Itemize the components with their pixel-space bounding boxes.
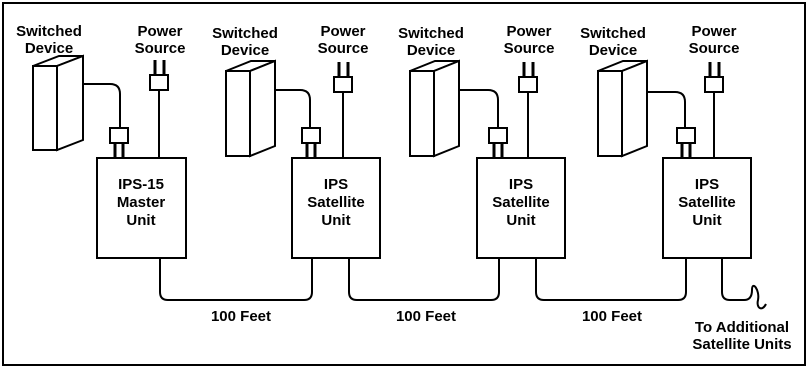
group-1: Switched Device Power Source IPS-15 Mast… <box>16 23 187 259</box>
device-label-2-line-2: Device <box>221 42 269 59</box>
unit-label-1-line-2: Master <box>117 194 166 211</box>
device-cord <box>647 91 686 128</box>
device-plug-icon <box>488 127 508 158</box>
power-label-2-line-1: Power <box>320 23 365 40</box>
device-plug-icon <box>676 127 696 158</box>
unit-label-3-line-1: IPS <box>509 176 533 193</box>
device-plug-icon <box>109 127 129 158</box>
ips-unit-box <box>96 157 187 259</box>
power-label-1-line-1: Power <box>137 23 182 40</box>
ips-unit-box <box>662 157 752 259</box>
ips-unit-box <box>291 157 381 259</box>
power-label-4-line-2: Source <box>689 40 740 57</box>
switched-device-icon <box>32 54 84 152</box>
device-label-4-line-2: Device <box>589 42 637 59</box>
extension-label-line-2: Satellite Units <box>692 336 791 353</box>
extension-cable <box>721 258 767 310</box>
unit-label-3-line-3: Unit <box>506 212 535 229</box>
switched-device-icon <box>225 59 276 158</box>
link-label-1: 100 Feet <box>211 308 271 325</box>
power-plug-icon <box>149 60 169 91</box>
device-cord <box>459 89 499 128</box>
unit-label-3-line-2: Satellite <box>492 194 550 211</box>
device-label-4-line-1: Switched <box>580 25 646 42</box>
link-label-2: 100 Feet <box>396 308 456 325</box>
unit-label-4-line-3: Unit <box>692 212 721 229</box>
power-label-3-line-2: Source <box>504 40 555 57</box>
link-cable-1 <box>159 258 313 301</box>
group-3: Switched Device Power Source IPS Satelli… <box>398 23 566 259</box>
unit-label-4-line-1: IPS <box>695 176 719 193</box>
link-cable-3 <box>535 258 687 301</box>
unit-label-2-line-3: Unit <box>321 212 350 229</box>
device-label-1-line-1: Switched <box>16 23 82 40</box>
unit-label-2-line-2: Satellite <box>307 194 365 211</box>
device-label-3-line-2: Device <box>407 42 455 59</box>
unit-label-2-line-1: IPS <box>324 176 348 193</box>
unit-label-1-line-3: Unit <box>126 212 155 229</box>
power-label-1-line-2: Source <box>135 40 186 57</box>
device-label-1-line-2: Device <box>25 40 73 57</box>
unit-label-1-line-1: IPS-15 <box>118 176 164 193</box>
switched-device-icon <box>597 59 648 158</box>
device-cord <box>275 89 311 128</box>
device-label-3-line-1: Switched <box>398 25 464 42</box>
group-4: Switched Device Power Source IPS Satelli… <box>580 23 752 259</box>
ips-unit-box <box>476 157 566 259</box>
power-plug-icon <box>333 62 353 93</box>
extension-label-line-1: To Additional <box>695 319 789 336</box>
unit-label-4-line-2: Satellite <box>678 194 736 211</box>
device-label-2-line-1: Switched <box>212 25 278 42</box>
device-plug-icon <box>301 127 321 158</box>
power-label-3-line-1: Power <box>506 23 551 40</box>
link-cable-2 <box>348 258 500 301</box>
group-2: Switched Device Power Source IPS Satelli… <box>212 23 381 259</box>
link-label-3: 100 Feet <box>582 308 642 325</box>
switched-device-icon <box>409 59 460 158</box>
power-plug-icon <box>518 62 538 93</box>
device-cord <box>83 83 121 128</box>
power-label-2-line-2: Source <box>318 40 369 57</box>
power-label-4-line-1: Power <box>691 23 736 40</box>
